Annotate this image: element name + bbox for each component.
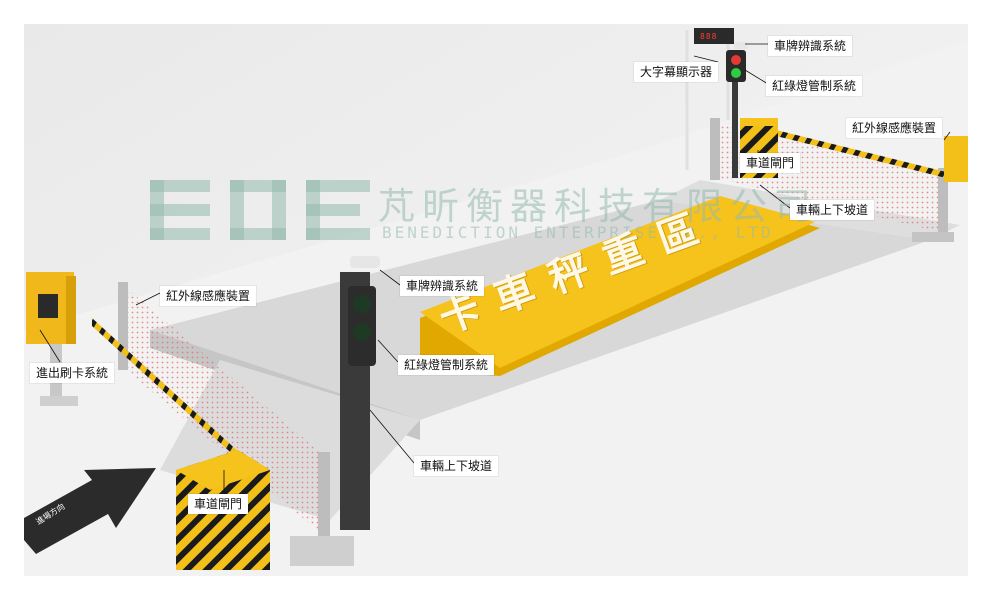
watermark-company-cn: 芃昕衡器科技有限公司: [378, 185, 818, 228]
entry-arrow: [24, 468, 156, 554]
traffic-light-pole-top: [732, 60, 738, 178]
sensor-post-right-b: [938, 168, 948, 236]
gate-arm-right: [776, 130, 946, 178]
gate-box-far-right: [944, 136, 968, 182]
callout-traffic-light-top: 紅綠燈管制系統: [766, 76, 863, 96]
callout-ramp-top: 車輛上下坡道: [790, 200, 875, 220]
traffic-light-head-top: [726, 50, 746, 82]
gate-arm-left: [92, 318, 252, 472]
sensor-post-left-a: [118, 282, 128, 370]
traffic-light-green-top: [731, 68, 741, 78]
camera-top: [734, 42, 748, 49]
bde-logo: [150, 180, 370, 240]
sensor-base-right: [912, 232, 954, 242]
gate-box-left-top: [176, 450, 270, 490]
watermark-company-en: BENEDICTION ENTERPRISE CO., LTD: [382, 223, 774, 242]
traffic-light-green-mid: [353, 323, 371, 341]
sensor-base-left: [290, 536, 354, 566]
callout-infrared-right: 紅外線感應裝置: [846, 118, 943, 138]
callout-infrared-left: 紅外線感應裝置: [160, 286, 257, 306]
callout-leaders: [39, 43, 951, 494]
sensor-post-left-b: [318, 452, 330, 538]
weigh-pad: [420, 196, 815, 368]
traffic-light-red-top: [731, 55, 741, 65]
callout-gate-bottom: 車道閘門: [188, 494, 249, 514]
big-display-board: [694, 28, 734, 44]
camera-mid: [350, 256, 380, 268]
callout-traffic-light-mid: 紅綠燈管制系統: [398, 355, 495, 375]
sensor-post-right-a: [710, 118, 720, 180]
traffic-light-red-mid: [353, 295, 371, 313]
infrared-field-left: [124, 286, 322, 534]
callout-plate-recognition-top: 車牌辨識系統: [768, 36, 853, 56]
card-reader-base: [40, 396, 78, 406]
callout-plate-recognition-mid: 車牌辨識系統: [400, 276, 485, 296]
callout-gate-top: 車道閘門: [740, 153, 801, 173]
gate-box-right-top: [740, 118, 778, 126]
callout-card-reader: 進出刷卡系統: [30, 363, 115, 383]
card-reader-screen: [38, 294, 58, 318]
callout-big-display: 大字幕顯示器: [634, 62, 719, 82]
card-reader-box-side: [66, 276, 76, 344]
callout-ramp-bottom: 車輛上下坡道: [414, 456, 499, 476]
big-display-readout: 888: [700, 32, 718, 41]
